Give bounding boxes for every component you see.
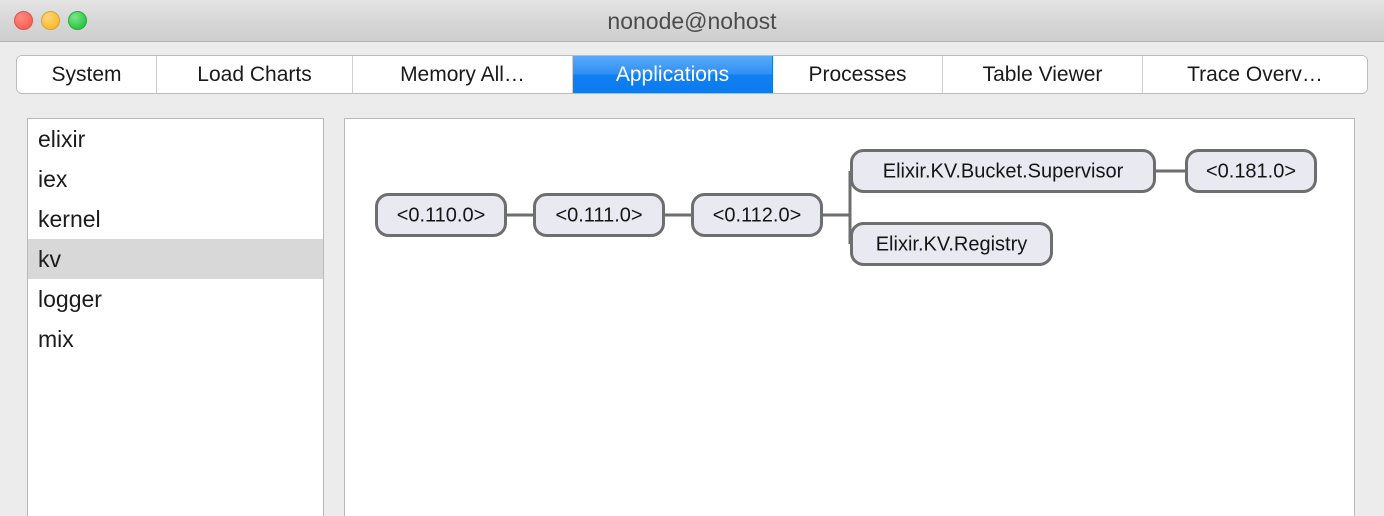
tree-node[interactable]: <0.112.0> <box>691 193 823 237</box>
tab-processes[interactable]: Processes <box>773 56 943 93</box>
tab-load-charts[interactable]: Load Charts <box>157 56 353 93</box>
tree-edge-bus <box>823 171 852 244</box>
window-title: nonode@nohost <box>607 8 777 34</box>
list-item-iex[interactable]: iex <box>28 159 323 199</box>
list-item-kv[interactable]: kv <box>28 239 323 279</box>
minimize-button[interactable] <box>41 11 60 30</box>
tree-node-shape <box>850 149 1156 193</box>
tree-node-label: Elixir.KV.Bucket.Supervisor <box>883 160 1124 182</box>
tree-node-label: <0.112.0> <box>713 204 802 226</box>
tree-node-label: Elixir.KV.Registry <box>876 233 1028 255</box>
tab-memory-allocators[interactable]: Memory All… <box>353 56 573 93</box>
list-item-logger[interactable]: logger <box>28 279 323 319</box>
window-controls <box>14 11 87 30</box>
application-list[interactable]: elixir iex kernel kv logger mix <box>27 118 324 516</box>
tab-trace-overview[interactable]: Trace Overv… <box>1143 56 1367 93</box>
tree-node-shape <box>533 193 665 237</box>
process-tree-panel[interactable]: <0.110.0> <0.111.0> <0.112.0> Elixir.KV.Buc… <box>344 118 1355 516</box>
tree-node-shape <box>1185 149 1317 193</box>
list-item-kernel[interactable]: kernel <box>28 199 323 239</box>
tree-edges <box>507 169 1185 244</box>
list-item-mix[interactable]: mix <box>28 319 323 359</box>
content-area: elixir iex kernel kv logger mix <0.110.0… <box>0 108 1384 516</box>
tab-applications[interactable]: Applications <box>573 56 773 93</box>
tree-node[interactable]: <0.181.0> <box>1185 149 1317 193</box>
close-button[interactable] <box>14 11 33 30</box>
tree-node[interactable]: <0.111.0> <box>533 193 665 237</box>
tree-node-label: <0.110.0> <box>397 204 486 226</box>
tree-node[interactable]: Elixir.KV.Registry <box>850 222 1053 266</box>
tab-table-viewer[interactable]: Table Viewer <box>943 56 1143 93</box>
tree-node[interactable]: <0.110.0> <box>375 193 507 237</box>
tab-system[interactable]: System <box>17 56 157 93</box>
tree-node-shape <box>850 222 1053 266</box>
supervision-tree-diagram[interactable]: <0.110.0> <0.111.0> <0.112.0> Elixir.KV.Buc… <box>345 119 1354 515</box>
tree-node-label: <0.181.0> <box>1206 160 1296 182</box>
tree-node-label: <0.111.0> <box>555 204 642 226</box>
zoom-button[interactable] <box>68 11 87 30</box>
tree-node-shape <box>691 193 823 237</box>
tab-bar: System Load Charts Memory All… Applicati… <box>16 55 1368 94</box>
tree-node[interactable]: Elixir.KV.Bucket.Supervisor <box>850 149 1156 193</box>
list-item-elixir[interactable]: elixir <box>28 119 323 159</box>
tree-node-shape <box>375 193 507 237</box>
title-bar: nonode@nohost <box>0 0 1384 42</box>
